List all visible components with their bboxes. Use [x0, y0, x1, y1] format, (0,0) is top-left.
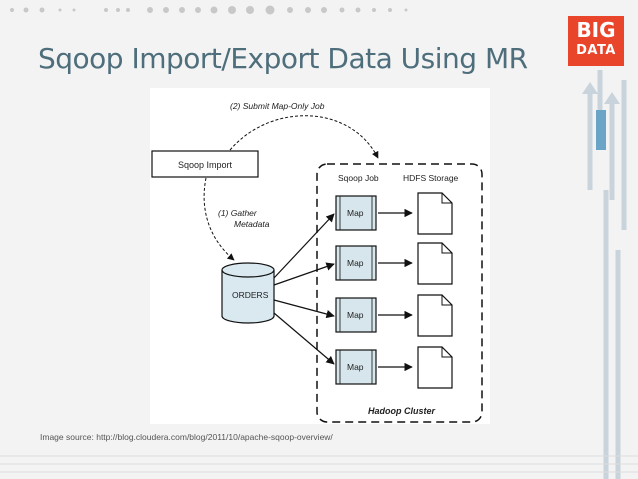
- map-label: Map: [347, 258, 364, 268]
- orders-database: [221, 262, 275, 324]
- database-label: ORDERS: [232, 290, 269, 300]
- logo-line-1: BIG: [576, 18, 616, 42]
- big-data-logo: BIG DATA: [568, 16, 624, 66]
- map-label: Map: [347, 362, 364, 372]
- hadoop-cluster-label: Hadoop Cluster: [368, 406, 436, 416]
- logo-line-2: DATA: [576, 43, 616, 58]
- hadoop-cluster-region: [316, 163, 483, 423]
- sqoop-import-box: [151, 150, 259, 178]
- gather-label-2: Metadata: [234, 219, 270, 229]
- sqoop-diagram: (2) Submit Map-Only Job Sqoop Import (1)…: [150, 88, 490, 424]
- map-label: Map: [347, 310, 364, 320]
- gather-metadata-arrow: [203, 177, 235, 261]
- arrows-decoration: [582, 70, 627, 479]
- map-box: [335, 349, 377, 385]
- map-box: [335, 297, 377, 333]
- db-to-map-arrow: [273, 299, 335, 319]
- hdfs-storage-header: HDFS Storage: [403, 173, 459, 183]
- hdfs-file-icon: [417, 242, 453, 285]
- header-dots-decoration: [10, 5, 408, 15]
- hdfs-file-icon: [417, 346, 453, 389]
- image-source-caption: Image source: http://blog.cloudera.com/b…: [40, 432, 333, 442]
- map-label: Map: [347, 208, 364, 218]
- submit-job-label: (2) Submit Map-Only Job: [230, 101, 325, 111]
- sqoop-import-label: Sqoop Import: [178, 160, 233, 170]
- map-box: [335, 245, 377, 281]
- hdfs-file-icon: [417, 294, 453, 337]
- map-box: [335, 195, 377, 231]
- footer-grid-decoration: [0, 455, 638, 473]
- db-to-map-arrow: [273, 312, 335, 365]
- sqoop-job-header: Sqoop Job: [338, 173, 379, 183]
- db-to-map-arrow: [273, 213, 335, 279]
- hdfs-file-icon: [417, 192, 453, 235]
- gather-label-1: (1) Gather: [218, 208, 258, 218]
- submit-job-arrow: [229, 115, 379, 159]
- slide-title: Sqoop Import/Export Data Using MR: [38, 42, 528, 75]
- db-to-map-arrow: [273, 262, 335, 286]
